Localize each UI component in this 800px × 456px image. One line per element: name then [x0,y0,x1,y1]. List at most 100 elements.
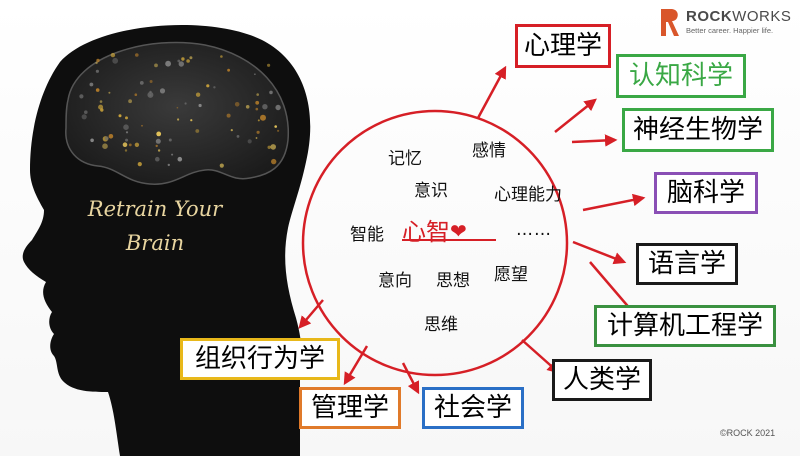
brain-texture-dot [230,129,233,132]
brain-texture-dot [95,69,99,73]
brain-texture-dot [260,114,266,121]
box-sociology: 社会学 [422,387,524,429]
brain-texture-dot [167,163,170,167]
brain-texture-dot [195,129,200,133]
arrow-organizational-behavior [298,299,324,329]
rockworks-r-icon [661,9,679,36]
word-thinking: 思维 [424,315,458,335]
word-ellipsis: …… [516,220,552,240]
brain-texture-dot [118,114,122,118]
brain-texture-dot [123,124,129,130]
brain-texture-dot [128,99,133,104]
brain-texture-dot [226,113,231,118]
brain-texture-dot [165,60,172,67]
brain-texture-dot [262,104,268,110]
brain-texture-dot [186,59,190,63]
arrow-neurobiology [571,134,618,147]
brain-caption-line2: Brain [125,231,185,255]
brain-texture-dot [122,142,128,147]
box-organizational-behavior: 组织行为学 [180,338,340,380]
brain-texture-dot [149,80,153,83]
brain-texture-dot [271,158,277,165]
brain-texture-dot [234,102,240,107]
box-neurobiology: 神经生物学 [622,108,774,152]
brain-texture-dot [206,84,210,88]
word-consciousness: 意识 [414,181,448,201]
brain-texture-dot [155,138,161,144]
logo-name-light: WORKS [732,8,792,25]
arrow-sociology [401,362,420,395]
word-wish: 愿望 [494,265,528,285]
brain-texture-dot [190,119,193,122]
logo-name: ROCKWORKS [686,8,791,25]
arrow-psychology [476,65,507,119]
brain-texture-dot [147,91,154,98]
rockworks-logo: ROCKWORKS Better career. Happier life. [658,6,798,42]
brain-texture-dot [168,138,172,142]
word-emotion: 感情 [472,141,506,161]
brain-texture-dot [236,135,240,138]
brain-texture-dot [269,90,273,95]
brain-texture-dot [155,144,158,148]
brain-texture-dot [256,93,260,96]
brain-texture-dot [154,63,158,68]
brain-texture-dot [255,137,258,139]
brain-texture-dot [177,156,183,162]
brain-texture-dot [220,55,223,58]
brain-texture-dot [245,105,250,109]
brain-texture-dot [277,129,280,132]
brain-texture-dot [125,116,128,120]
brain-texture-dot [139,81,144,85]
brain-texture-dot [134,142,140,147]
brain-texture-dot [125,131,129,134]
brain-texture-dot [156,131,162,137]
word-intelligence: 智能 [350,225,384,245]
box-cognitive-science: 认知科学 [616,54,746,98]
mind-circle [301,109,569,377]
word-mental-ability: 心理能力 [494,185,562,205]
box-brain-science: 脑科学 [654,172,758,214]
brain-texture-dot [141,124,143,127]
brain-texture-dot [110,52,116,58]
word-intention: 意向 [378,271,412,291]
brain-texture-dot [104,136,109,141]
brain-texture-dot [124,149,128,152]
brain-texture-dot [213,86,216,89]
brain-caption-line1: Retrain Your [87,197,223,221]
brain-texture-dot [171,153,174,156]
brain-texture-dot [198,103,202,108]
box-anthropology: 人类学 [552,359,652,401]
brain-texture-dot [128,143,132,147]
brain-texture-dot [254,73,256,75]
brain-texture-dot [275,104,281,111]
word-thought: 思想 [436,271,470,291]
logo-tagline: Better career. Happier life. [686,26,774,35]
brain-texture-dot [125,138,129,142]
brain-texture-dot [95,61,98,65]
brain-texture-dot [96,58,100,63]
brain-texture-dot [89,82,94,87]
brain-texture-dot [195,92,201,97]
arrow-cognitive-science [554,98,597,133]
brain-texture-dot [267,63,271,67]
arrow-management [343,345,369,386]
brain-texture-dot [95,88,100,92]
word-memory: 记忆 [388,149,422,169]
arrow-brain-science [582,193,646,212]
brain-texture-dot [178,61,184,67]
brain-texture-dot [81,114,87,120]
logo-name-bold: ROCK [686,8,733,25]
brain-caption: Retrain Your Brain [70,192,240,260]
arrow-linguistics [572,240,627,265]
brain-texture-dot [134,93,138,96]
box-psychology: 心理学 [515,24,611,68]
brain-texture-dot [99,100,103,103]
brain-texture-dot [84,110,88,114]
brain-texture-dot [157,149,161,152]
brain-texture-dot [79,94,84,99]
brain-texture-dot [176,106,179,109]
brain-texture-dot [177,118,180,121]
brain-texture-dot [267,145,271,149]
brain-texture-dot [270,144,277,150]
